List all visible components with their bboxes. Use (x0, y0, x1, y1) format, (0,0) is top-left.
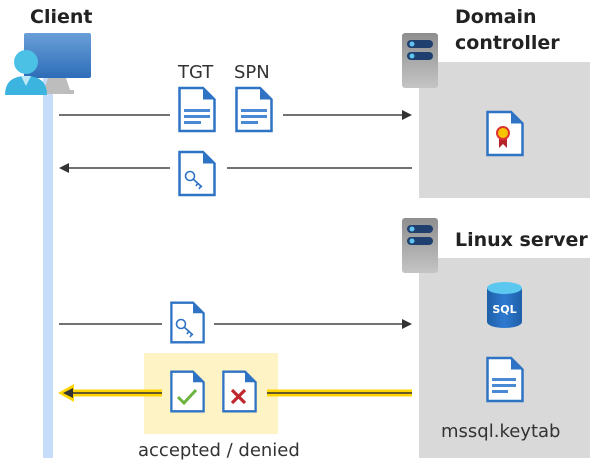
domain-controller-title-line2: controller (455, 32, 560, 54)
server-icon (402, 33, 438, 88)
sql-database-icon: SQL (487, 282, 522, 328)
spn-label: SPN (234, 62, 270, 83)
user-computer-icon (5, 33, 91, 95)
client-title: Client (30, 6, 93, 28)
keytab-label: mssql.keytab (441, 421, 561, 442)
sql-label: SQL (492, 303, 516, 316)
spn-document-icon (235, 86, 273, 133)
result-label: accepted / denied (138, 440, 300, 461)
tgt-document-icon (178, 86, 216, 133)
server-icon (402, 218, 438, 273)
key-document-icon (170, 301, 205, 344)
keytab-document-icon (486, 356, 524, 403)
linux-server-title: Linux server (455, 229, 588, 251)
accepted-document-icon (170, 370, 205, 413)
domain-controller-title: Domain (455, 6, 537, 28)
result-arrow (58, 384, 412, 402)
result-highlight (144, 353, 278, 434)
certificate-document-icon (486, 110, 524, 157)
key-document-icon (178, 150, 216, 197)
client-lifeline (43, 78, 53, 458)
denied-document-icon (222, 370, 257, 413)
tgt-label: TGT (178, 62, 214, 83)
